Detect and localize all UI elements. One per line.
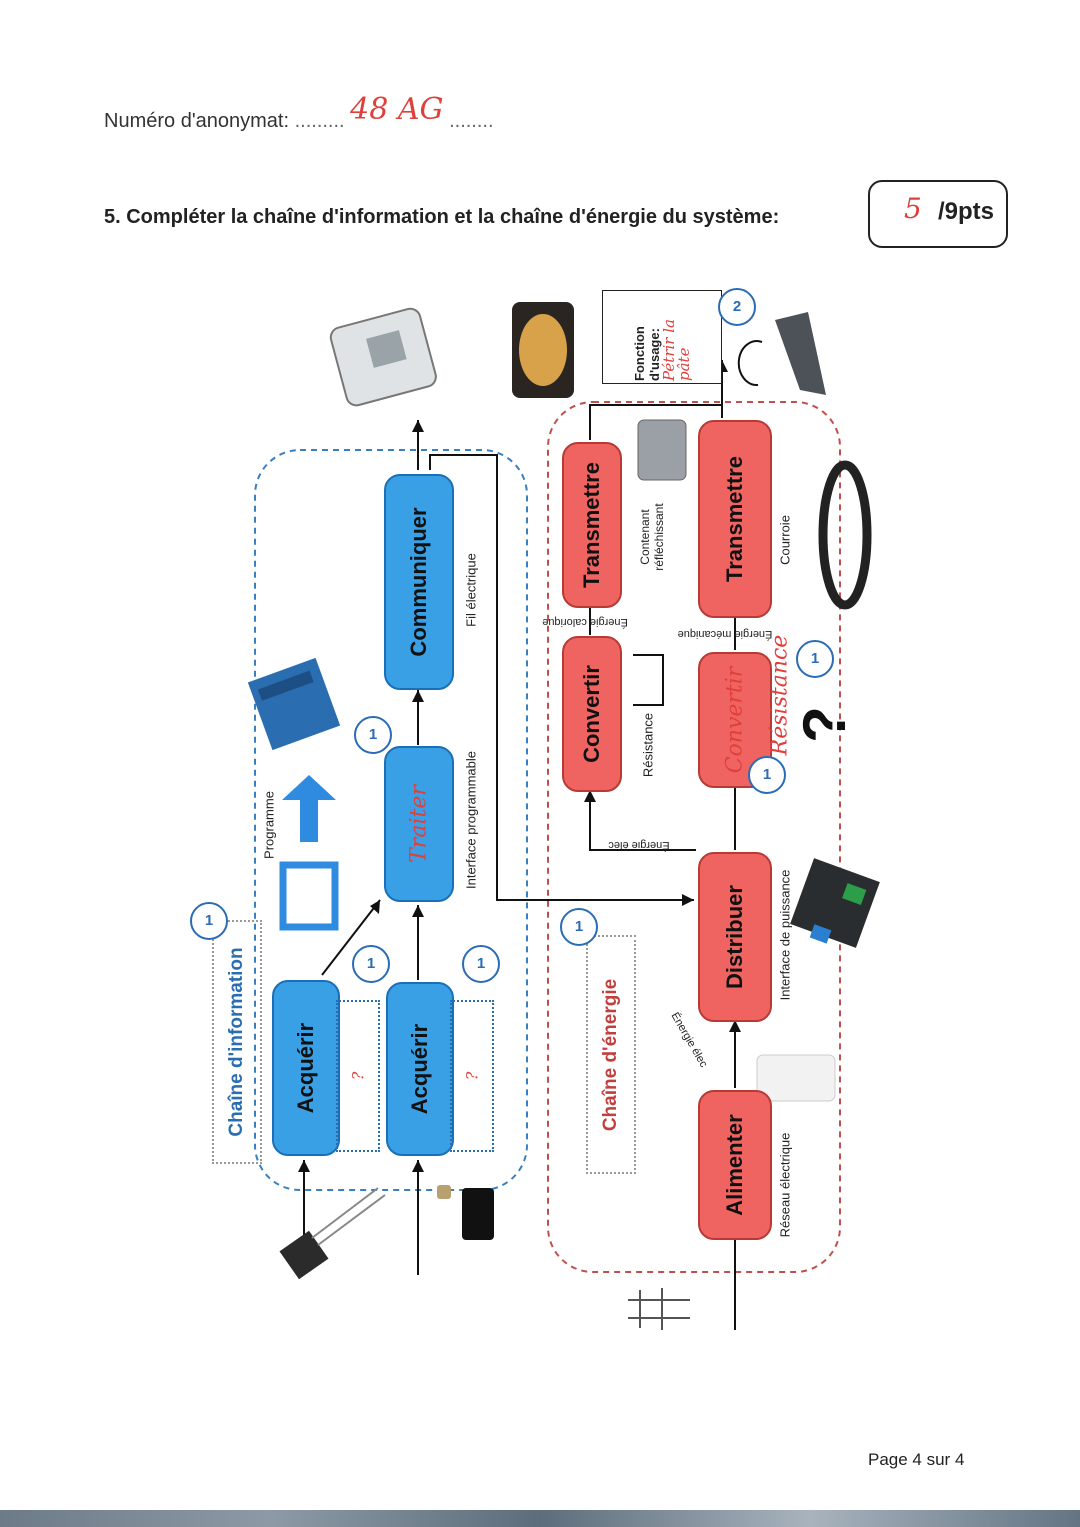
anonymity-label: Numéro d'anonymat: ......... 48 AG .....… [104,92,494,132]
badge-info-title: 1 [190,902,228,940]
badge-acquerir-1: 1 [352,945,390,983]
badge-usage: 2 [718,288,756,326]
traiter-block: Traiter [384,746,454,902]
score-earned: 5 [904,192,922,225]
fil-electrique-label: Fil électrique [463,553,479,627]
question-mark-icon: ? [790,706,858,743]
transmettre-block-top: Transmettre [562,442,622,608]
badge-acquerir-2: 1 [462,945,500,983]
score-box: 5 /9pts [868,180,1008,248]
page-number: Page 4 sur 4 [868,1450,965,1469]
energie-calorique-label: Énergie calorique [542,616,628,628]
transmettre-block-bottom: Transmettre [698,420,772,618]
unknown-sensor-1: ? [336,1000,380,1152]
energy-chain-title-box: Chaîne d'énergie [586,935,636,1174]
info-chain-title: Chaîne d'information [226,947,247,1137]
anonymity-value: 48 AG [350,92,444,127]
energie-elec-label-2: Énergie élec [608,839,670,851]
interface-puissance-label: Interface de puissance [777,869,793,1001]
resistance-handwritten: Résistance [767,634,793,756]
programme-label: Programme [261,791,277,859]
acquerir-block-1: Acquérir [272,980,340,1156]
energie-elec-label-1: Énergie élec [668,1010,710,1070]
scan-edge [0,1510,1080,1527]
score-total: /9pts [938,198,995,225]
usage-value: Pétrir la pâte [660,319,693,381]
usage-title: Fonction d'usage: [632,326,662,381]
energy-chain-title: Chaîne d'énergie [600,978,621,1131]
unknown-sensor-2: ? [450,1000,494,1152]
info-chain-title-box: Chaîne d'information [212,920,262,1164]
question-title: 5. Compléter la chaîne d'information et … [104,206,780,228]
acquerir-block-2: Acquérir [386,982,454,1156]
communiquer-block: Communiquer [384,474,454,690]
badge-energy-title: 1 [560,908,598,946]
contenant-label: Contenant réfléchissant [638,503,666,571]
reseau-label: Réseau électrique [777,1132,793,1238]
courroie-label: Courroie [777,515,793,565]
resistance-label: Résistance [640,712,656,778]
convertir-block-top: Convertir [562,636,622,792]
distribuer-block: Distribuer [698,852,772,1022]
badge-traiter: 1 [354,716,392,754]
usage-function-box: Fonction d'usage: Pétrir la pâte [602,290,722,384]
alimenter-block: Alimenter [698,1090,772,1240]
badge-convertir: 1 [748,756,786,794]
interface-programmable-label: Interface programmable [463,750,479,890]
badge-resistance: 1 [796,640,834,678]
